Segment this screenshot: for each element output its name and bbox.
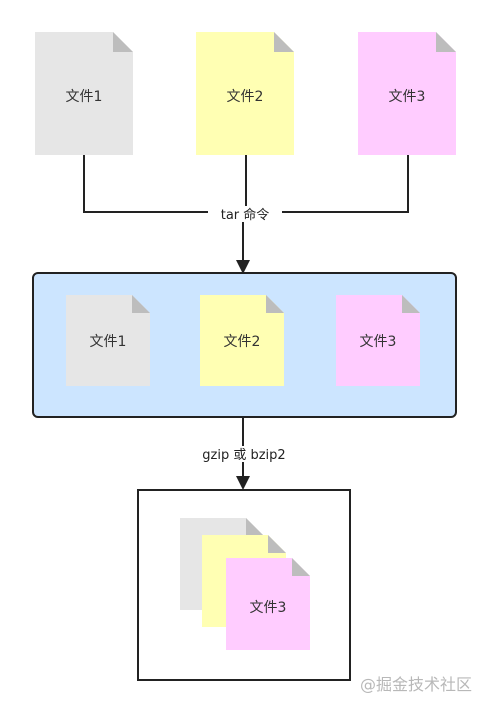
archive-file-3-doc-shape xyxy=(336,295,420,386)
compressed-file-3-fold xyxy=(292,558,310,576)
tar-label: tar 命令 xyxy=(221,207,270,223)
archive-file-1: 文件1 xyxy=(66,295,150,386)
file-3-fold xyxy=(436,32,456,52)
file-3-label: 文件3 xyxy=(389,89,426,105)
file-1-label: 文件1 xyxy=(66,89,103,105)
archive-file-2: 文件2 xyxy=(200,295,284,386)
archive-file-1-label: 文件1 xyxy=(90,334,127,350)
compressed-file-2-fold xyxy=(268,535,286,553)
compressed-file-3-doc-shape xyxy=(226,558,310,650)
file-3-doc-shape xyxy=(358,32,456,155)
top-file-1: 文件1 xyxy=(35,32,133,155)
file-2-fold xyxy=(274,32,294,52)
archive-file-2-fold xyxy=(266,295,284,313)
compressed-file-1-fold xyxy=(246,518,264,536)
top-file-2: 文件2 xyxy=(196,32,294,155)
compressed-file-3: 文件3 xyxy=(226,558,310,650)
compress-label-bg xyxy=(190,446,298,462)
archive-file-1-fold xyxy=(132,295,150,313)
file-2-label: 文件2 xyxy=(227,89,264,105)
archive-file-1-doc-shape xyxy=(66,295,150,386)
top-file-3: 文件3 xyxy=(358,32,456,155)
archive-file-3: 文件3 xyxy=(336,295,420,386)
tar-label-bg xyxy=(208,206,282,222)
compress-label: gzip 或 bzip2 xyxy=(202,448,285,463)
archive-file-2-doc-shape xyxy=(200,295,284,386)
tar-arrow-head xyxy=(236,260,250,274)
compressed-file-3-label: 文件3 xyxy=(250,600,287,616)
compress-arrow-head xyxy=(236,476,250,490)
archive-file-3-label: 文件3 xyxy=(360,334,397,350)
archive-file-2-label: 文件2 xyxy=(224,334,261,350)
watermark: @掘金技术社区 xyxy=(360,675,472,694)
file-1-fold xyxy=(113,32,133,52)
file-2-doc-shape xyxy=(196,32,294,155)
archive-file-3-fold xyxy=(402,295,420,313)
file-1-doc-shape xyxy=(35,32,133,155)
